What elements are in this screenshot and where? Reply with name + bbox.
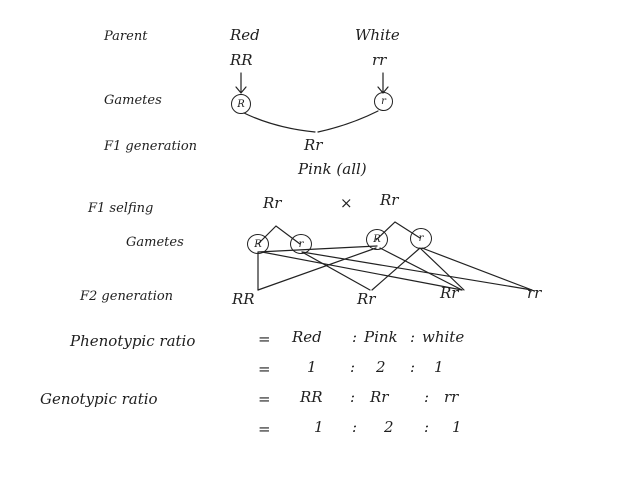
phenotype-red: Red: [292, 328, 322, 346]
equals-sign-2: =: [258, 360, 271, 378]
line-r-right-to-rr: [421, 247, 533, 291]
line-R-left-to-Rr2: [261, 251, 463, 291]
f1-generation-label: F1 generation: [104, 139, 198, 154]
equals-sign-4: =: [258, 420, 271, 438]
line-R-right-to-RR: [257, 247, 377, 291]
pheno-value-3: 1: [434, 358, 444, 376]
genotype-RR: RR: [300, 388, 323, 406]
geno-value-3: 1: [452, 418, 462, 436]
ratio-colon: :: [424, 388, 430, 406]
gametes-label-2: Gametes: [126, 235, 184, 250]
gamete-R-circle: R: [231, 94, 251, 114]
genotype-rr: rr: [444, 388, 459, 406]
selfing-parent2: Rr: [380, 191, 399, 209]
pheno-value-2: 2: [376, 358, 386, 376]
phenotypic-ratio-label: Phenotypic ratio: [70, 332, 196, 350]
gamete-r-circle: r: [374, 92, 393, 111]
arrow-parent1-head: [235, 86, 247, 94]
ratio-colon: :: [350, 388, 356, 406]
pheno-value-1: 1: [307, 358, 317, 376]
parent2-genotype: rr: [372, 51, 387, 69]
parent1-genotype: RR: [230, 51, 253, 69]
line-r-left-to-rr: [301, 251, 533, 291]
f2-offspring-RR: RR: [232, 290, 255, 308]
equals-sign-3: =: [258, 390, 271, 408]
line-r-left-to-Rr1: [301, 251, 371, 291]
f2-offspring-rr: rr: [527, 284, 542, 302]
ratio-colon: :: [424, 418, 430, 436]
equals-sign-1: =: [258, 330, 271, 348]
phenotype-pink: Pink: [364, 328, 398, 346]
line-r-right-to-Rr1: [371, 247, 421, 291]
f2-offspring-Rr-2: Rr: [440, 284, 459, 302]
ratio-colon: :: [410, 328, 416, 346]
genotype-Rr: Rr: [370, 388, 389, 406]
f2-generation-label: F2 generation: [80, 289, 174, 304]
ratio-colon: :: [352, 418, 358, 436]
gamete-R-left-circle: R: [247, 234, 269, 254]
ratio-colon: :: [352, 328, 358, 346]
phenotype-white: white: [422, 328, 465, 346]
parent-label: Parent: [104, 29, 148, 44]
genotypic-ratio-label: Genotypic ratio: [40, 390, 158, 408]
f1-phenotype: Pink (all): [298, 160, 367, 178]
gamete1-to-f1-line: [243, 112, 316, 133]
ratio-colon: :: [410, 358, 416, 376]
geno-value-1: 1: [314, 418, 324, 436]
parent2-phenotype: White: [355, 26, 400, 44]
f2-offspring-Rr-1: Rr: [357, 290, 376, 308]
selfing-parent1: Rr: [263, 194, 282, 212]
line-R-right-to-Rr2: [379, 247, 463, 291]
f1-genotype: Rr: [304, 136, 323, 154]
gamete2-to-f1-line: [317, 110, 379, 133]
gamete-r-left-circle: r: [290, 234, 312, 254]
gamete-r-right-circle: r: [410, 228, 432, 249]
gametes-label-1: Gametes: [104, 93, 162, 108]
parent1-phenotype: Red: [230, 26, 260, 44]
cross-symbol: ×: [340, 194, 353, 212]
line-R-left-to-R-right: [257, 245, 378, 253]
gamete-R-right-circle: R: [366, 229, 388, 250]
f1-selfing-label: F1 selfing: [88, 201, 154, 216]
ratio-colon: :: [350, 358, 356, 376]
geno-value-2: 2: [384, 418, 394, 436]
line-r-right-to-Rr2: [419, 247, 465, 291]
